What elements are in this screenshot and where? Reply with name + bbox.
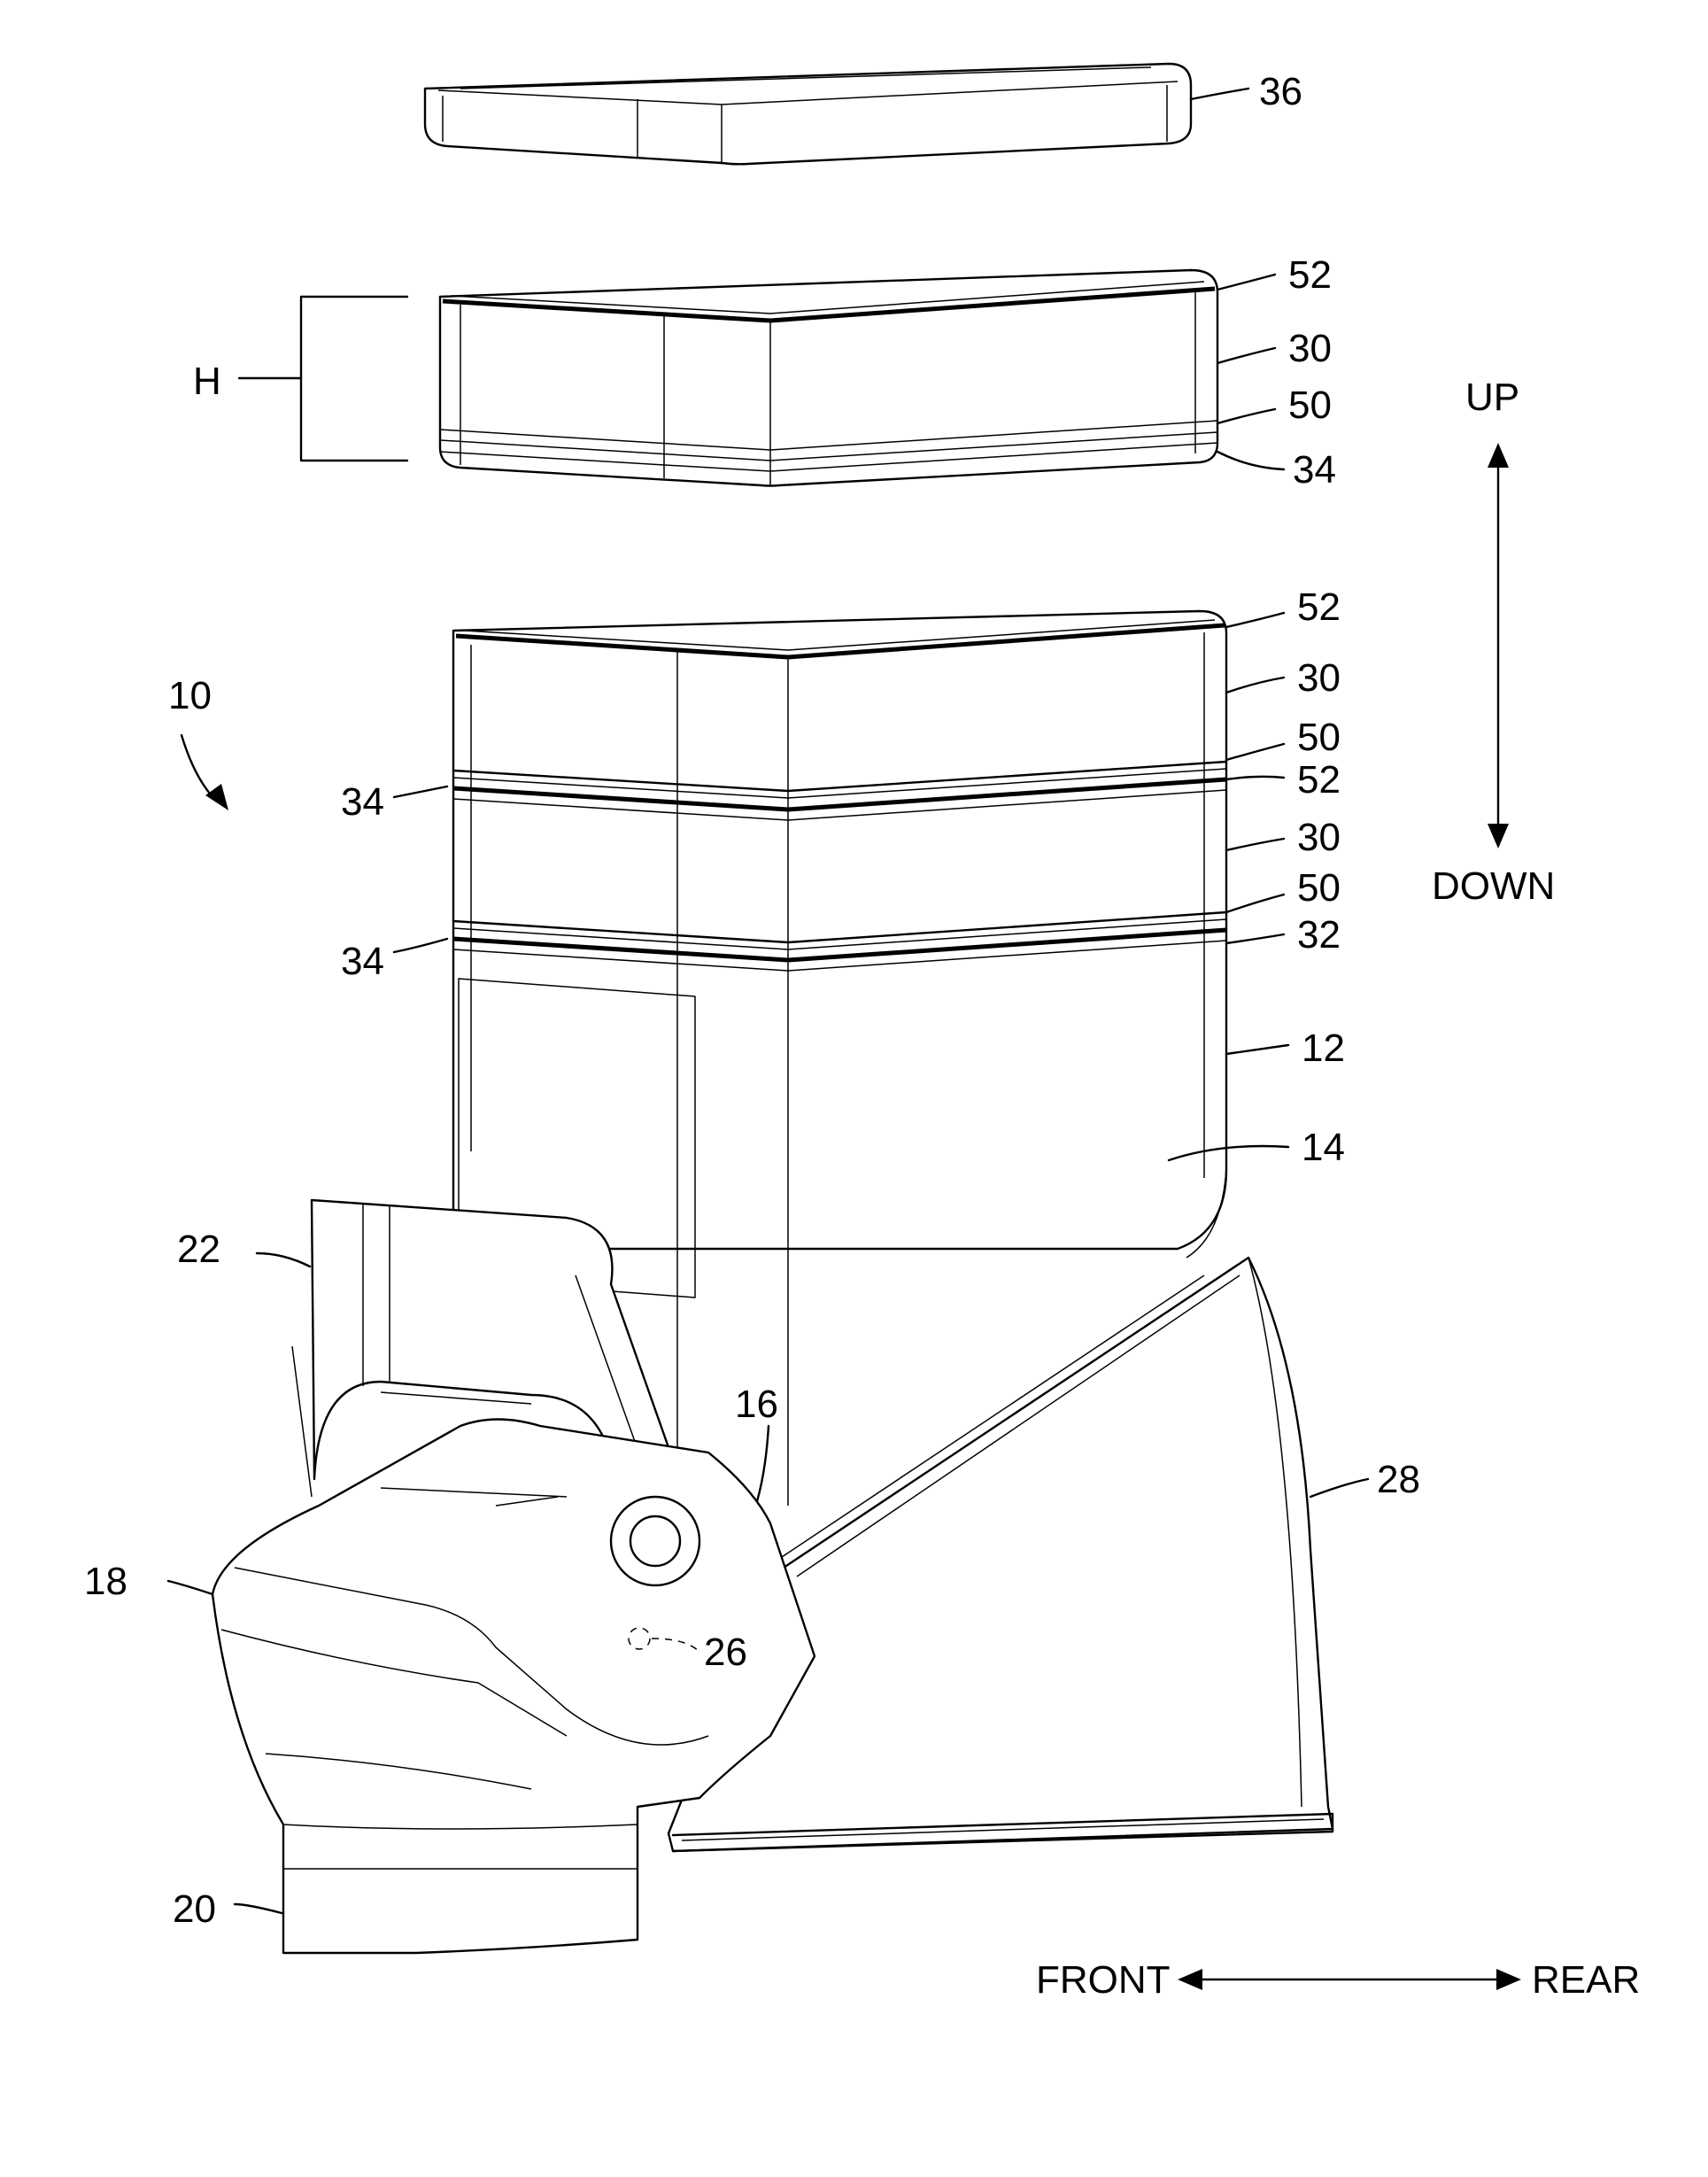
label-base-rim-mid-left: 34 (341, 780, 384, 824)
label-base-rim-upper: 34 (1293, 448, 1336, 492)
label-hopper-top-rim: 32 (1297, 913, 1341, 957)
label-front: FRONT (1036, 1958, 1171, 2002)
label-extension-mid: 30 (1297, 656, 1341, 700)
label-handle: 22 (177, 1228, 220, 1271)
label-rim-seal-lower: 52 (1297, 758, 1341, 802)
upper-extension-drawing (440, 270, 1217, 486)
label-groove-upper: 50 (1288, 383, 1332, 427)
label-hopper: 12 (1302, 1027, 1345, 1070)
label-rim-seal-mid: 52 (1297, 585, 1341, 629)
label-base-rim-lower-left: 34 (341, 940, 384, 983)
label-height: H (193, 360, 221, 403)
label-hopper-face: 14 (1302, 1126, 1345, 1169)
label-dispenser-mount: 16 (735, 1383, 778, 1426)
label-rim-seal-upper: 52 (1288, 253, 1332, 297)
lid-drawing (425, 64, 1191, 164)
label-pivot: 26 (704, 1631, 747, 1674)
label-up: UP (1465, 376, 1519, 419)
label-stand: 28 (1377, 1458, 1420, 1501)
dispenser-head-drawing (213, 1420, 815, 1954)
label-groove-mid: 50 (1297, 716, 1341, 759)
label-groove-lower: 50 (1297, 866, 1341, 910)
label-lid: 36 (1259, 70, 1302, 113)
label-outlet: 20 (173, 1887, 216, 1931)
label-down: DOWN (1432, 864, 1555, 908)
label-assembly: 10 (168, 674, 212, 717)
label-dispenser-head: 18 (84, 1560, 128, 1603)
label-extension-lower: 30 (1297, 816, 1341, 859)
label-rear: REAR (1532, 1958, 1640, 2002)
label-extension-upper: 30 (1288, 327, 1332, 370)
height-bracket (239, 297, 407, 461)
